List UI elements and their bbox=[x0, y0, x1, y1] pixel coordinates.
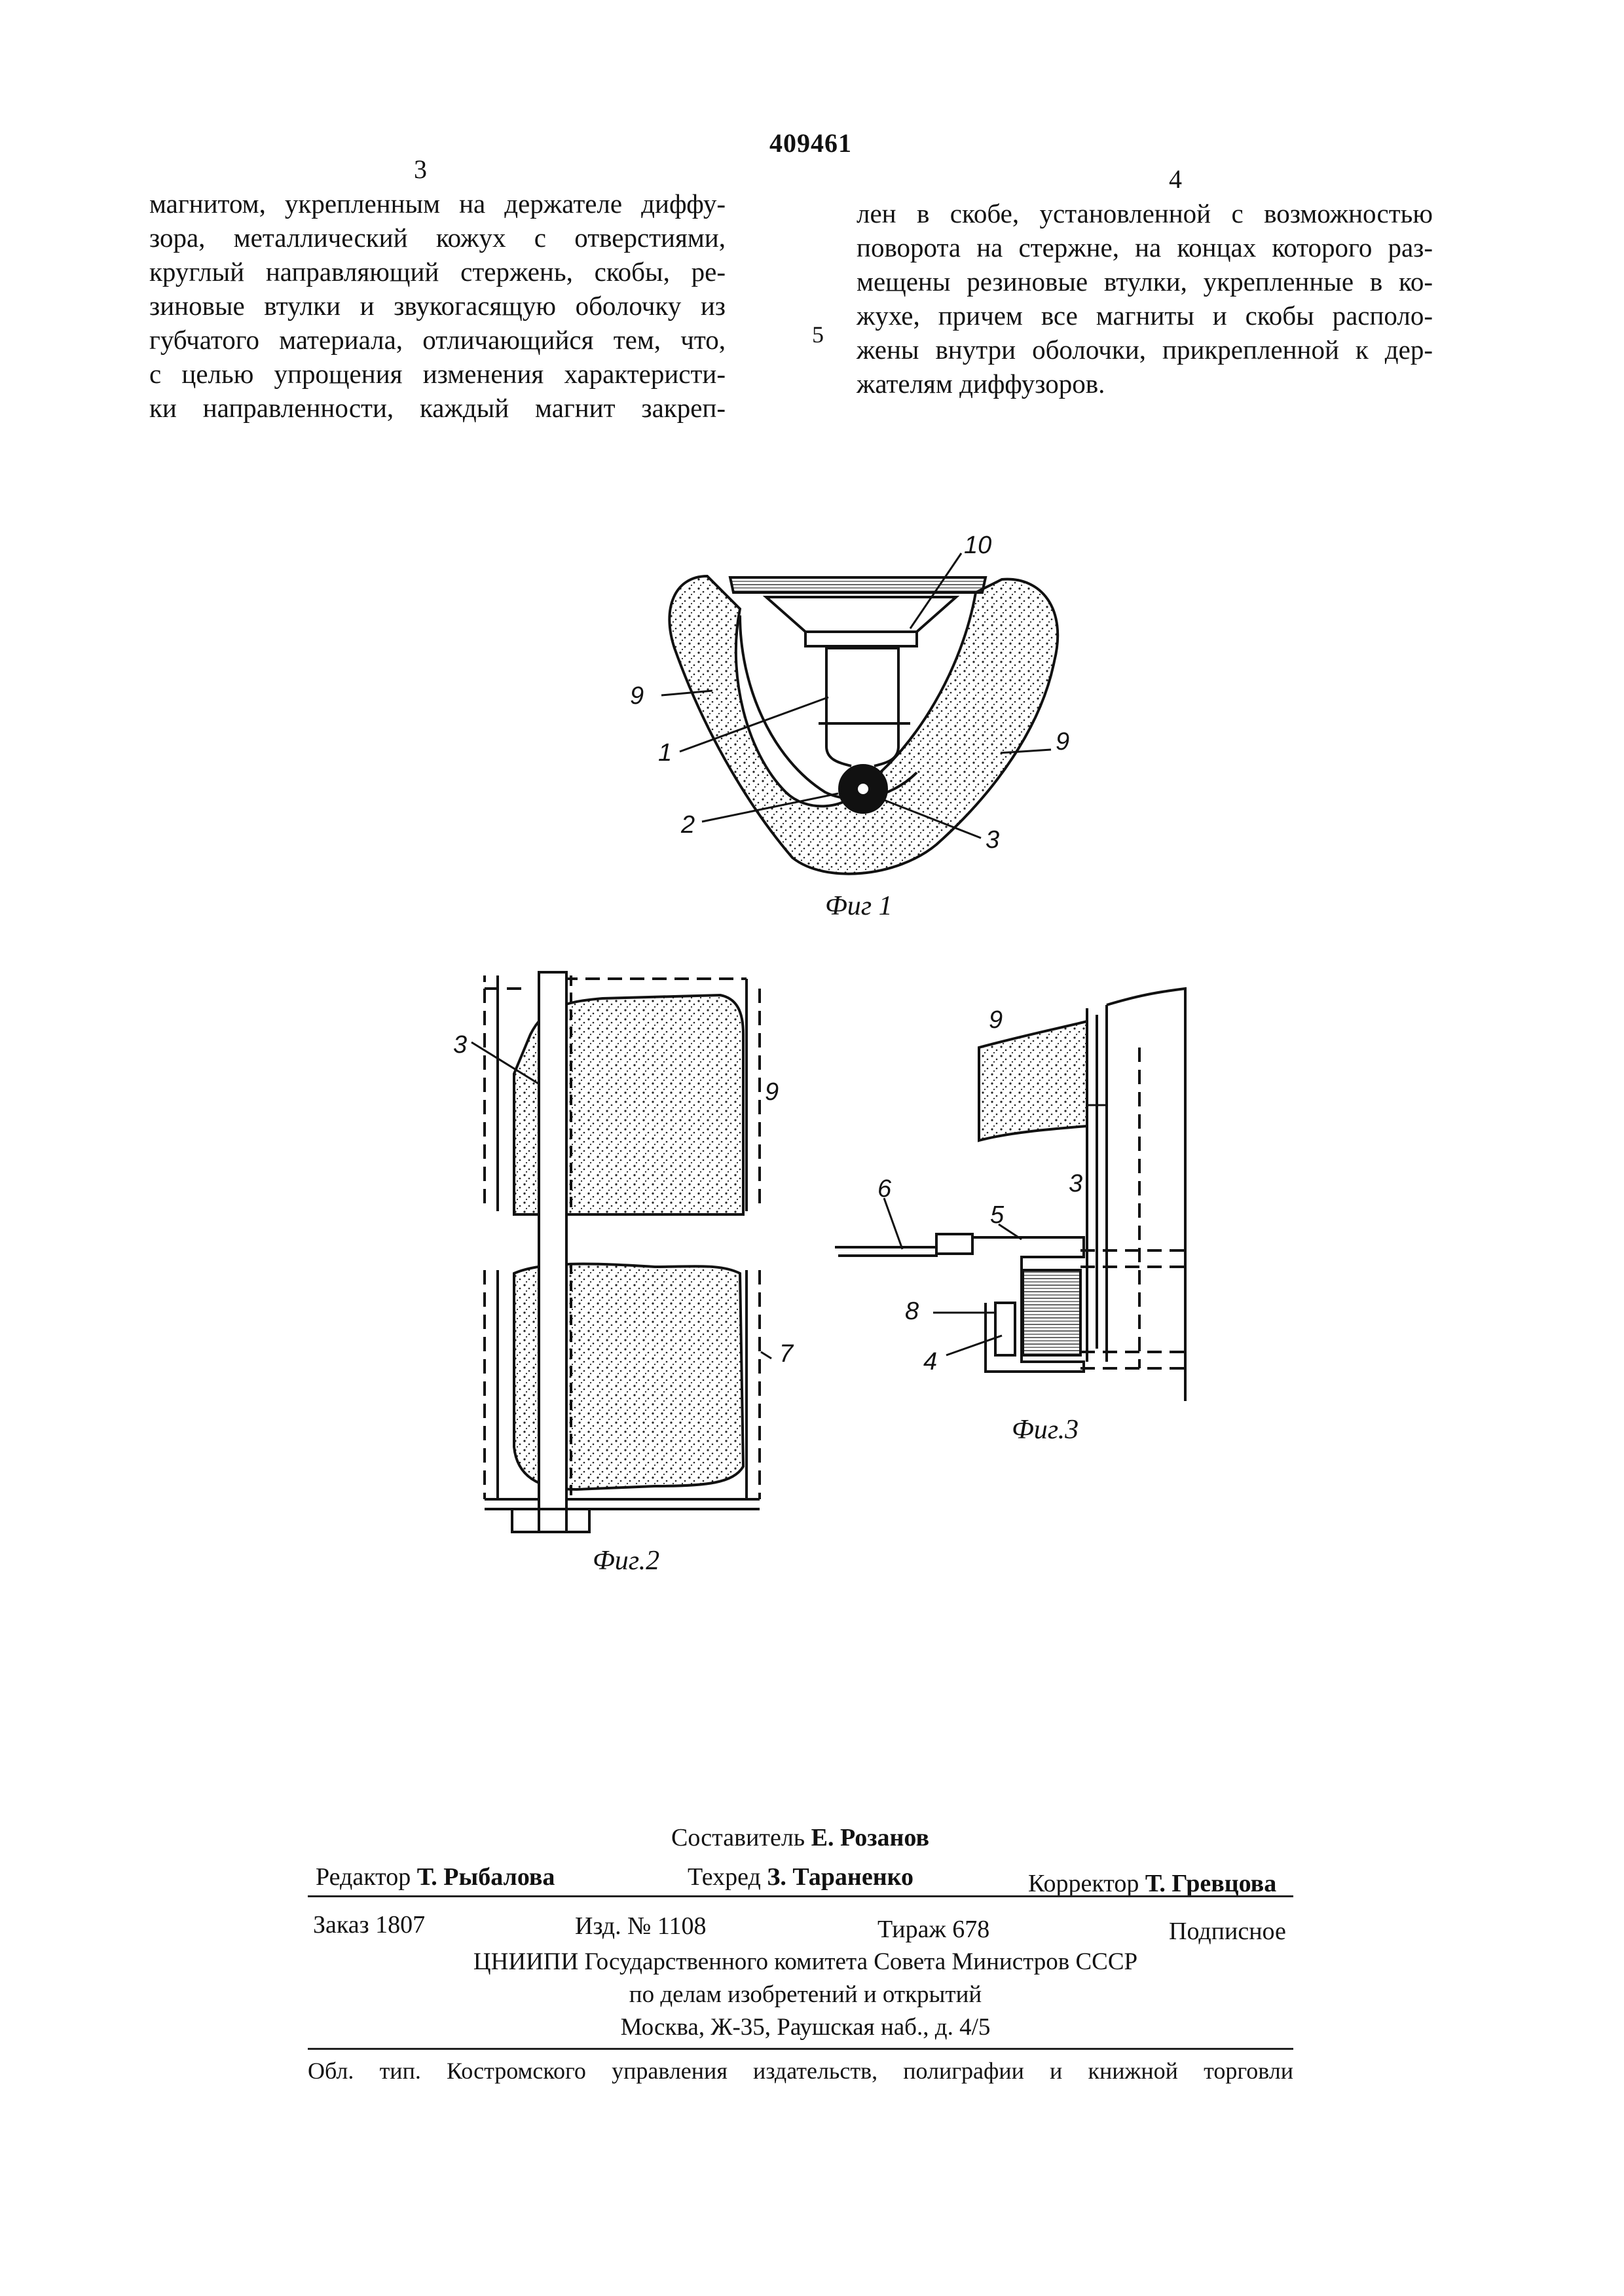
techred-line: Техред З. Тараненко bbox=[688, 1863, 913, 1891]
figure-2-caption: Фиг.2 bbox=[593, 1546, 660, 1576]
organization-block: ЦНИИПИ Государственного комитета Совета … bbox=[367, 1946, 1244, 2044]
casing-dashed-upper bbox=[483, 977, 761, 1211]
guide-rod-center bbox=[855, 781, 871, 797]
org-line: Москва, Ж-35, Раушская наб., д. 4/5 bbox=[620, 2014, 991, 2041]
subscription: Подписное bbox=[1169, 1918, 1286, 1945]
rubber-bushing-fill bbox=[1022, 1269, 1082, 1357]
editor-name: Т. Рыбалова bbox=[416, 1863, 555, 1891]
diffuser-top bbox=[728, 576, 987, 594]
nut bbox=[935, 1233, 974, 1255]
label-leader bbox=[661, 689, 713, 697]
label-text: 4 bbox=[923, 1348, 937, 1376]
casing-solid bbox=[483, 975, 760, 1510]
figure-1 bbox=[661, 553, 1060, 875]
label-text: 9 bbox=[765, 1078, 779, 1106]
text-line: мещены резиновые втулки, укрепленные в к… bbox=[857, 266, 1433, 297]
label-leader bbox=[909, 553, 963, 629]
right-page-number: 4 bbox=[1169, 164, 1182, 194]
printer-line: Обл. тип. Костромского управления издате… bbox=[308, 2058, 1293, 2084]
figure-1-caption: Фиг 1 bbox=[825, 891, 893, 921]
circulation: Тираж 678 bbox=[877, 1916, 990, 1943]
order-number: Заказ 1807 bbox=[313, 1911, 426, 1939]
corrector-label: Корректор bbox=[1028, 1870, 1139, 1897]
compiler-label: Составитель bbox=[671, 1824, 805, 1851]
figure-2-labels: 3 9 7 bbox=[453, 1031, 794, 1368]
label-leader bbox=[760, 1351, 772, 1360]
casing-top-curve bbox=[1106, 987, 1187, 1401]
text-line: круглый направляющий стержень, скобы, ре… bbox=[149, 257, 726, 287]
divider-bottom bbox=[308, 2048, 1293, 2050]
label-leader bbox=[883, 799, 982, 839]
techred-name: З. Тараненко bbox=[767, 1863, 913, 1891]
magnet bbox=[825, 647, 900, 725]
text-line: лен в скобе, установленной с возможность… bbox=[857, 198, 1433, 228]
figure-2 bbox=[471, 971, 772, 1533]
text-line: жателям диффузоров. bbox=[857, 369, 1105, 399]
label-text: 7 bbox=[779, 1340, 794, 1368]
label-leader bbox=[946, 1334, 1003, 1357]
label-text: 2 bbox=[680, 811, 695, 839]
label-leader bbox=[679, 696, 829, 753]
text-line: губчатого материала, отличающийся тем, ч… bbox=[149, 325, 726, 355]
figure-3 bbox=[835, 987, 1187, 1401]
text-line: ки направленности, каждый магнит закреп- bbox=[149, 393, 726, 423]
label-text: 9 bbox=[989, 1006, 1003, 1034]
label-text: 5 bbox=[990, 1201, 1005, 1229]
text-line: поворота на стержне, на концах которого … bbox=[857, 232, 1433, 263]
corrector-name: Т. Гревцова bbox=[1145, 1870, 1277, 1897]
label-text: 3 bbox=[986, 826, 999, 854]
sponge bbox=[978, 1019, 1088, 1142]
rubber-bushing bbox=[511, 1508, 591, 1533]
magnet bbox=[994, 1302, 1016, 1357]
label-leader bbox=[883, 1197, 904, 1250]
label-text: 3 bbox=[1069, 1170, 1082, 1197]
sound-absorbing-shell bbox=[668, 574, 1060, 875]
label-text: 1 bbox=[658, 739, 672, 767]
text-line: жухе, причем все магниты и скобы располо… bbox=[857, 301, 1433, 331]
guide-rod bbox=[538, 971, 568, 1533]
editor-line: Редактор Т. Рыбалова bbox=[316, 1863, 555, 1891]
label-text: 9 bbox=[1056, 728, 1069, 756]
patent-number: 409461 bbox=[769, 128, 852, 158]
text-line: зора, металлический кожух с отверстиями, bbox=[149, 223, 726, 253]
label-text: 10 bbox=[964, 532, 991, 559]
org-line: по делам изобретений и открытий bbox=[629, 1981, 982, 2008]
corrector-line: Корректор Т. Гревцова bbox=[1028, 1869, 1276, 1898]
label-text: 6 bbox=[877, 1175, 892, 1203]
text-line: магнитом, укрепленным на держателе диффу… bbox=[149, 189, 726, 219]
text-line: зиновые втулки и звукогасящую оболочку и… bbox=[149, 291, 726, 321]
label-leader bbox=[1000, 748, 1052, 754]
text-line: с целью упрощения изменения характеристи… bbox=[149, 359, 726, 389]
casing-dashed-lower bbox=[483, 1270, 761, 1499]
label-leader bbox=[471, 1041, 539, 1085]
label-text: 8 bbox=[905, 1298, 919, 1325]
figure-3-caption: Фиг.3 bbox=[1012, 1415, 1079, 1445]
figure-3-labels: 9 3 6 5 8 4 bbox=[877, 1006, 1082, 1376]
right-column-text: лен в скобе, установленной с возможность… bbox=[857, 196, 1433, 401]
compiler-line: Составитель Е. Розанов bbox=[671, 1823, 929, 1852]
compiler-name: Е. Розанов bbox=[811, 1824, 929, 1851]
label-leader bbox=[998, 1223, 1022, 1241]
org-line: ЦНИИПИ Государственного комитета Совета … bbox=[473, 1948, 1138, 1975]
divider-top bbox=[308, 1895, 1293, 1897]
editor-label: Редактор bbox=[316, 1863, 411, 1891]
left-page-number: 3 bbox=[414, 155, 427, 184]
diffuser-base bbox=[804, 630, 918, 647]
figure-1-labels: 10 9 1 9 2 3 bbox=[630, 532, 1069, 854]
label-text: 3 bbox=[453, 1031, 467, 1059]
line-number-marker: 5 bbox=[812, 321, 824, 348]
bracket bbox=[819, 722, 910, 767]
label-text: 9 bbox=[630, 682, 644, 710]
casing-dashed bbox=[1080, 1048, 1185, 1370]
casing-wall bbox=[1086, 1005, 1108, 1362]
label-leader bbox=[701, 792, 839, 823]
techred-label: Техред bbox=[688, 1863, 761, 1891]
left-column-text: магнитом, укрепленным на держателе диффу… bbox=[149, 187, 726, 425]
text-line: жены внутри оболочки, прикрепленной к де… bbox=[857, 335, 1433, 365]
edition-number: Изд. № 1108 bbox=[575, 1912, 707, 1940]
